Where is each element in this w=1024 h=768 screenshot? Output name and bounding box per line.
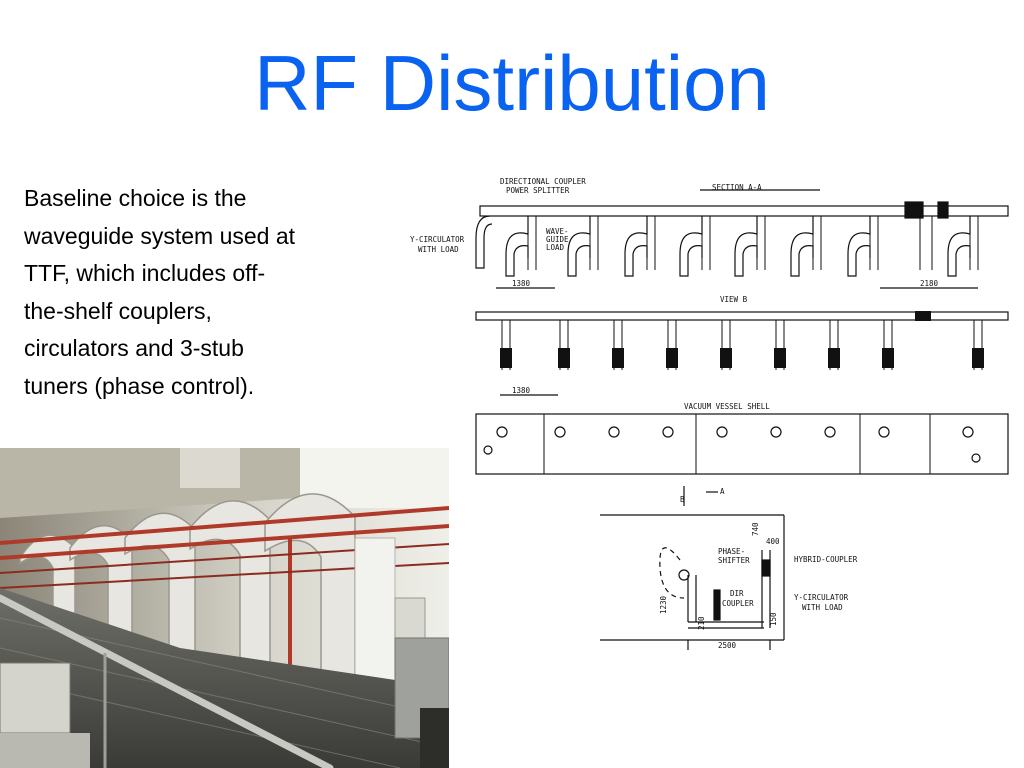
label-dim-210: 210 — [697, 616, 706, 630]
label-load: LOAD — [546, 243, 565, 252]
label-shifter: SHIFTER — [718, 556, 750, 565]
waveguide-layout-drawing: DIRECTIONAL COUPLER POWER SPLITTER SECTI… — [410, 177, 1009, 650]
label-with-load: WITH LOAD — [418, 245, 459, 254]
label-dim-1380: 1380 — [512, 279, 531, 288]
label-hybrid-coupler: HYBRID-COUPLER — [794, 555, 858, 564]
slide-body-text: Baseline choice is the waveguide system … — [24, 180, 374, 405]
label-guide: GUIDE — [546, 235, 569, 244]
label-arrow-b: B — [680, 495, 685, 504]
label-dim-1230: 1230 — [659, 595, 668, 614]
body-line: the-shelf couplers, — [24, 297, 212, 324]
waveguide-bends-row — [475, 215, 971, 277]
label-phase: PHASE- — [718, 547, 745, 556]
label-y-circulator: Y-CIRCULATOR — [794, 593, 849, 602]
label-dim-150: 150 — [769, 612, 778, 626]
label-dim-2500: 2500 — [718, 641, 737, 650]
label-y-circulator: Y-CIRCULATOR — [410, 235, 465, 244]
label-power-splitter: POWER SPLITTER — [506, 186, 570, 195]
slide-title: RF Distribution — [254, 39, 770, 127]
label-directional-coupler: DIRECTIONAL COUPLER — [500, 177, 586, 186]
label-with-load: WITH LOAD — [802, 603, 843, 612]
body-line: Baseline choice is the — [24, 185, 247, 211]
body-line: circulators and 3-stub — [24, 335, 244, 361]
label-dim-1380: 1380 — [512, 386, 531, 395]
label-dim-400: 400 — [766, 537, 780, 546]
label-section-a-a: SECTION A-A — [712, 183, 762, 192]
label-dir: DIR — [730, 589, 744, 598]
waveguide-installation-photo — [0, 448, 449, 768]
body-line: tuners (phase control). — [24, 372, 255, 399]
label-dim-740: 740 — [751, 522, 760, 536]
body-line: waveguide system used at — [24, 222, 296, 249]
label-wave: WAVE- — [546, 227, 569, 236]
label-vacuum-vessel-shell: VACUUM VESSEL SHELL — [684, 402, 770, 411]
label-arrow-a: A — [720, 487, 725, 496]
label-coupler: COUPLER — [722, 599, 754, 608]
body-line: TTF, which includes off- — [24, 260, 266, 286]
label-dim-2180: 2180 — [920, 279, 939, 288]
label-view-b: VIEW B — [720, 295, 748, 304]
